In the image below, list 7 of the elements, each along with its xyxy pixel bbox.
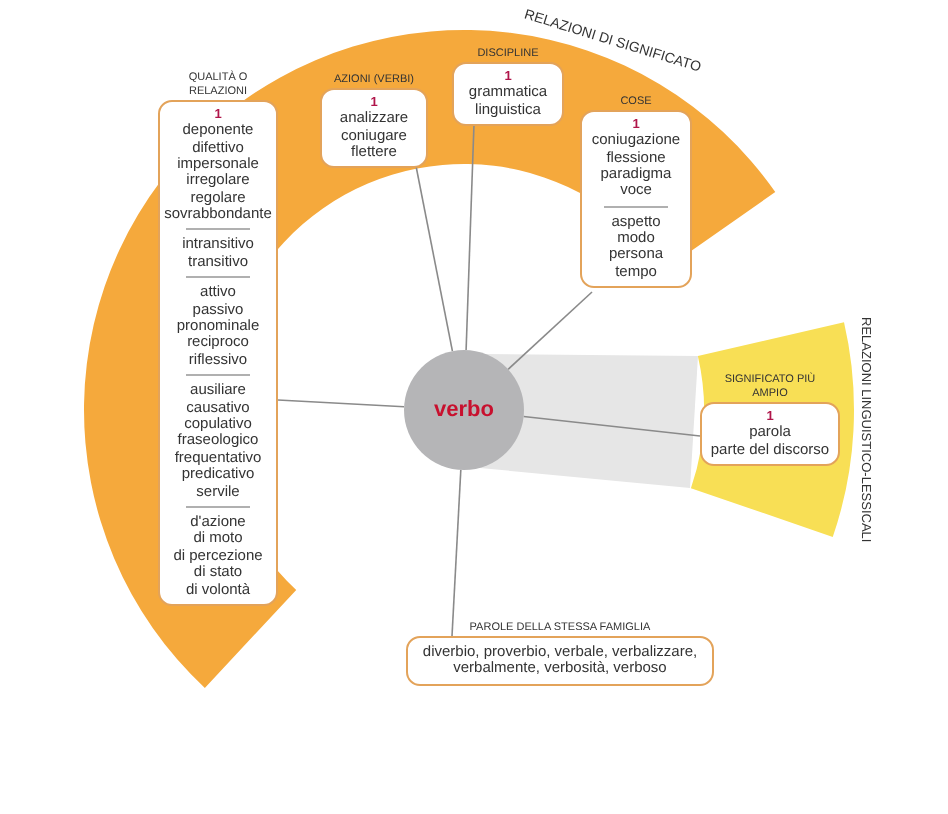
connector-line <box>507 291 593 371</box>
connector-line <box>415 165 454 352</box>
connector-line <box>277 399 405 408</box>
connector-line <box>465 123 475 351</box>
center-word: verbo <box>434 395 494 426</box>
connector-line <box>522 415 701 437</box>
connector-line <box>451 469 462 637</box>
